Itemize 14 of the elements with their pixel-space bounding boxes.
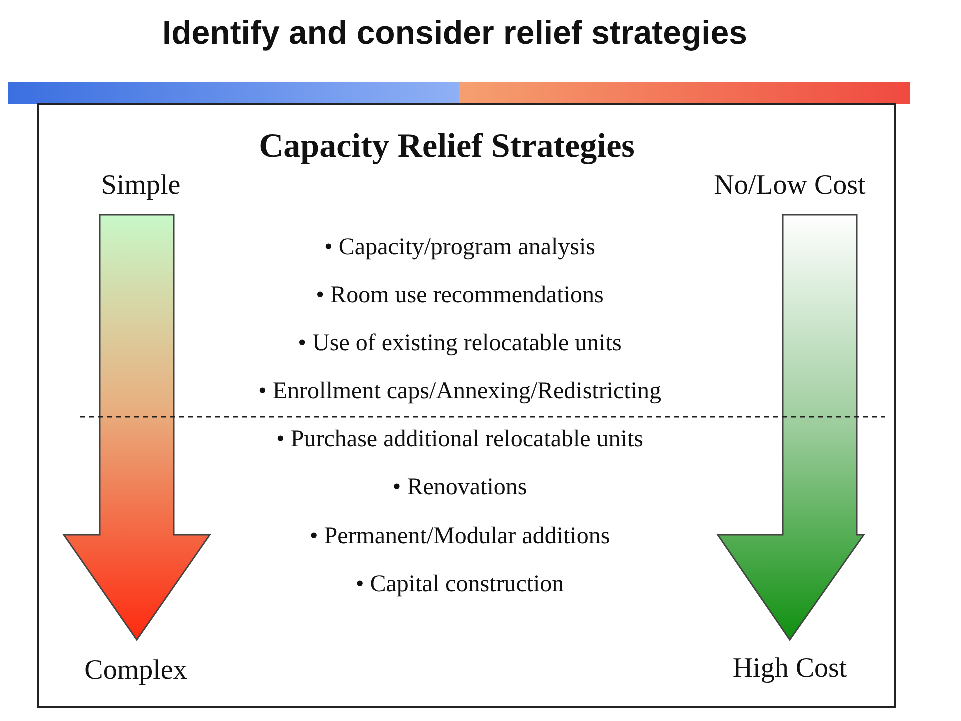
scale-label: Simple	[101, 170, 181, 202]
list-item: • Capital construction	[356, 572, 564, 598]
heading: Capacity Relief Strategies	[259, 128, 635, 166]
scale-label: No/Low Cost	[714, 170, 866, 202]
list-item: • Renovations	[392, 474, 528, 502]
list-item: • Use of existing relocatable units	[298, 330, 622, 358]
list-item: • Purchase additional relocatable units	[276, 426, 644, 454]
slide-title: Identify and consider relief strategies	[161, 14, 748, 52]
list-item: • Room use recommendations	[316, 282, 604, 310]
scale-label: Complex	[84, 655, 188, 687]
scale-label: High Cost	[732, 653, 848, 685]
list-item: • Capacity/program analysis	[324, 234, 596, 262]
list-item: • Permanent/Modular additions	[310, 524, 610, 550]
list-item: • Enrollment caps/Annexing/Redistricting	[258, 378, 662, 406]
